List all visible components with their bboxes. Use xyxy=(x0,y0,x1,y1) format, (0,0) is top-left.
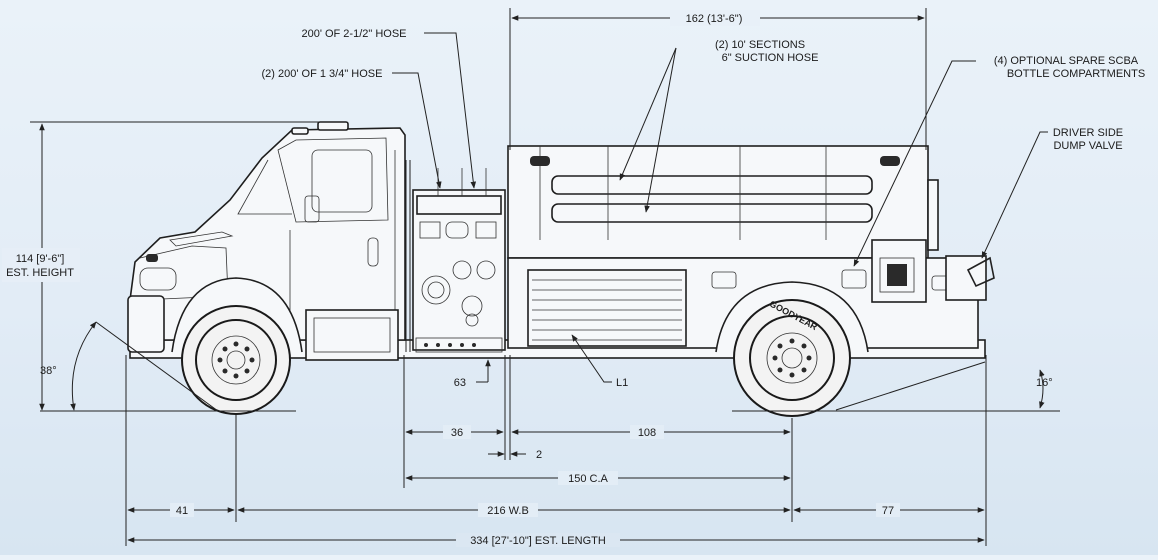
callout-hose-2-5: 200' OF 2-1/2" HOSE xyxy=(301,28,477,189)
approach-angle-arc xyxy=(70,321,97,411)
svg-text:(2) 200' OF 1 3/4" HOSE: (2) 200' OF 1 3/4" HOSE xyxy=(262,68,383,80)
svg-text:200' OF 2-1/2" HOSE: 200' OF 2-1/2" HOSE xyxy=(301,28,406,40)
height-label-2: EST. HEIGHT xyxy=(6,267,74,279)
tank-body xyxy=(507,145,929,259)
height-dimension: 114 [9'-6"] EST. HEIGHT xyxy=(2,121,330,411)
callout-hose-1-75: (2) 200' OF 1 3/4" HOSE xyxy=(262,68,442,189)
front-bumper xyxy=(127,295,165,353)
body-length-dimension: 162 (13'-6") xyxy=(509,8,927,150)
callout-scba-compartments: (4) OPTIONAL SPARE SCBA BOTTLE COMPARTME… xyxy=(853,55,1145,267)
callout-suction-hose: (2) 10' SECTIONS 6" SUCTION HOSE xyxy=(619,39,819,213)
departure-angle-arc xyxy=(1039,369,1045,409)
dim-63-label: 63 xyxy=(454,377,466,389)
lower-dimensions: 63 36 108 2 150 C.A 41 216 W.B 77 334 [2… xyxy=(125,355,987,547)
rear-wheel: GOODYEAR xyxy=(733,299,851,417)
svg-text:(2) 10' SECTIONS: (2) 10' SECTIONS xyxy=(715,39,805,51)
roll-up-door xyxy=(527,269,687,347)
fire-truck-drawing: GOODYEAR xyxy=(127,121,995,417)
front-wheel xyxy=(181,305,291,415)
dim-108-label: 108 xyxy=(638,427,656,439)
height-label-1: 114 [9'-6"] xyxy=(16,253,65,265)
pump-panel xyxy=(412,189,506,351)
svg-text:6" SUCTION HOSE: 6" SUCTION HOSE xyxy=(722,52,819,64)
body-length-label: 162 (13'-6") xyxy=(686,13,743,25)
dim-77-label: 77 xyxy=(882,505,894,517)
roll-up-door-slats xyxy=(532,279,682,341)
svg-text:DUMP VALVE: DUMP VALVE xyxy=(1053,140,1122,152)
suction-hose-2 xyxy=(551,203,873,223)
svg-text:L1: L1 xyxy=(616,377,628,389)
callout-l1: L1 xyxy=(571,334,628,389)
dim-length-label: 334 [27'-10"] EST. LENGTH xyxy=(470,535,606,547)
svg-text:(4) OPTIONAL SPARE SCBA: (4) OPTIONAL SPARE SCBA xyxy=(994,55,1139,67)
approach-angle-label: 38° xyxy=(40,365,57,377)
dim-wheelbase-label: 216 W.B xyxy=(487,505,529,517)
svg-text:BOTTLE COMPARTMENTS: BOTTLE COMPARTMENTS xyxy=(1007,68,1145,80)
callout-dump-valve: DRIVER SIDE DUMP VALVE xyxy=(981,127,1123,259)
departure-angle-label: 16° xyxy=(1036,377,1053,389)
svg-text:DRIVER SIDE: DRIVER SIDE xyxy=(1053,127,1123,139)
suction-hose-1 xyxy=(551,175,873,195)
dim-2-label: 2 xyxy=(536,449,542,461)
dim-ca-label: 150 C.A xyxy=(568,473,608,485)
dim-41-label: 41 xyxy=(176,505,188,517)
ground-lines xyxy=(40,321,1060,412)
dim-36-label: 36 xyxy=(451,427,463,439)
